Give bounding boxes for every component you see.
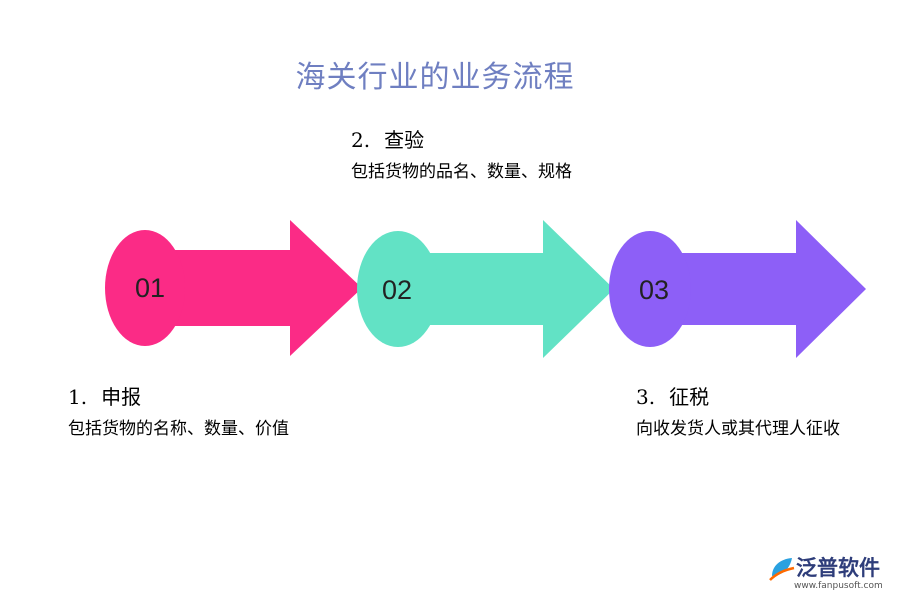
step-label-01: 1. 申报 包括货物的名称、数量、价值 (68, 381, 289, 439)
step-number: 1. (68, 385, 88, 409)
logo-name: 泛普软件 (796, 556, 880, 580)
process-arrow-01: 01 (105, 220, 362, 356)
step-badge-01: 01 (135, 273, 165, 303)
step-name: 查验 (384, 128, 425, 152)
step-label-03: 3. 征税 向收发货人或其代理人征收 (636, 381, 840, 439)
step-heading: 3. 征税 (636, 381, 840, 410)
step-badge-02: 02 (382, 275, 412, 305)
process-arrow-02: 02 (357, 220, 614, 358)
step-name: 申报 (101, 385, 142, 409)
arrow-shape-03 (652, 220, 866, 358)
logo-url: www.fanpusoft.com (794, 581, 883, 591)
step-number: 2. (351, 128, 371, 152)
step-number: 3. (636, 385, 656, 409)
arrow-shape-01 (150, 220, 362, 356)
step-description: 包括货物的名称、数量、价值 (68, 419, 289, 439)
step-label-02: 2. 查验 包括货物的品名、数量、规格 (351, 124, 572, 182)
step-heading: 1. 申报 (68, 381, 289, 410)
arrow-shape-02 (400, 220, 614, 358)
arrow-circle-03 (609, 231, 691, 347)
step-name: 征税 (669, 385, 710, 409)
step-heading: 2. 查验 (351, 124, 572, 153)
fanpu-logo-icon (769, 558, 795, 581)
step-description: 包括货物的品名、数量、规格 (351, 162, 572, 182)
arrow-circle-01 (105, 230, 185, 346)
fanpu-logo: 泛普软件 www.fanpusoft.com (768, 548, 894, 596)
step-badge-03: 03 (639, 275, 669, 305)
arrow-circle-02 (357, 231, 439, 347)
page-title: 海关行业的业务流程 (295, 60, 575, 95)
step-description: 向收发货人或其代理人征收 (636, 419, 840, 439)
process-arrow-03: 03 (609, 220, 866, 358)
